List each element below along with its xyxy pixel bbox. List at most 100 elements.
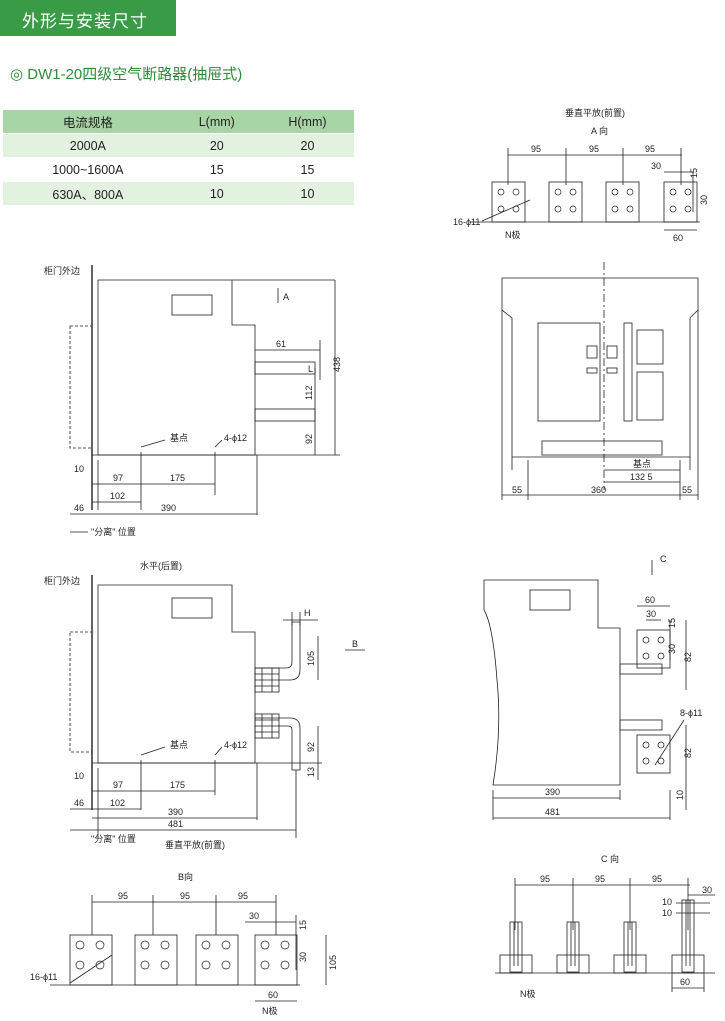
table-cell: 20 [260,133,354,158]
dim-61: 61 [276,339,286,349]
dim-30: 30 [249,911,259,921]
arrow-b-label: B [352,639,358,649]
dim-105: 105 [306,651,316,666]
dim-390: 390 [168,807,183,817]
header-cell: L(mm) [172,110,261,134]
side-view-drawing-2: 水平(后置) 柜门外边 H 105 B 92 13 基点 4-ϕ12 [44,560,365,850]
dim-95: 95 [645,144,655,154]
dim-95: 95 [238,891,248,901]
table-cell: 10 [172,181,261,206]
mount-holes-label: 4-ϕ12 [224,740,247,750]
dim-60: 60 [673,233,683,243]
table-cell: 1000~1600A [3,157,173,182]
dim-175: 175 [170,780,185,790]
dim-10: 10 [675,790,685,800]
b-view-title: B向 [178,871,193,882]
dim-10: 10 [74,771,84,781]
dim-15: 15 [689,168,699,178]
dim-92: 92 [304,434,314,444]
c-view-side-drawing: C 60 30 15 30 82 8-ϕ11 82 10 390 481 [483,554,702,820]
dim-102: 102 [110,491,125,501]
dim-95: 95 [118,891,128,901]
dim-13: 13 [306,767,316,777]
table-cell: 15 [172,157,261,182]
dim-132-5: 132 5 [630,472,653,482]
dim-30: 30 [651,161,661,171]
dim-60: 60 [268,990,278,1000]
top-right-terminal-drawing: 垂直平放(前置) A 向 95 95 95 30 15 30 16-ϕ11 N极… [453,107,709,243]
arrow-a-label: A [283,292,289,302]
bottom-caption: 垂直平放(前置) [165,839,225,850]
dim-95: 95 [180,891,190,901]
base-point-label: 基点 [633,458,651,469]
door-label: 柜门外边 [44,265,80,276]
dim-10: 10 [662,897,672,907]
table-cell: 15 [260,157,354,182]
dim-112: 112 [304,386,314,400]
hole-label: 16-ϕ11 [30,972,57,982]
table-cell: 630A、800A [3,181,173,206]
c-view-drawing: C 向 95 95 95 30 10 10 N极 [495,853,715,999]
dim-105: 105 [328,955,338,970]
section-title: 外形与安装尺寸 [22,12,148,31]
header-cell: 电流规格 [3,110,173,134]
table-cell: 20 [172,133,261,158]
view-label: A 向 [591,125,608,136]
product-subtitle: ◎ DW1-20四级空气断路器(抽屉式) [10,66,243,83]
dim-15: 15 [667,618,677,628]
pole-label: N极 [262,1005,278,1016]
dim-175: 175 [170,473,185,483]
dim-60: 60 [680,977,690,987]
dim-95: 95 [652,874,662,884]
dim-15: 15 [298,920,308,930]
base-point-label: 基点 [170,432,188,443]
dim-30: 30 [702,885,712,895]
view-caption: 水平(后置) [140,560,182,571]
c-view-title: C 向 [601,853,619,864]
dim-55: 55 [682,485,692,495]
pole-label: N极 [505,229,521,240]
door-label: 柜门外边 [44,575,80,586]
spec-table-header: 电流规格 L(mm) H(mm) [3,110,354,134]
dim-30: 30 [699,195,709,205]
hole-label: 8-ϕ11 [680,708,702,718]
dim-95: 95 [589,144,599,154]
pole-label: N极 [520,988,536,999]
dim-30: 30 [298,952,308,962]
dim-82: 82 [683,748,693,758]
drawing-title: 垂直平放(前置) [565,107,625,118]
dim-92: 92 [306,742,316,752]
mount-holes-label: 4-ϕ12 [224,433,247,443]
table-row: 630A、800A 10 10 [3,181,354,206]
table-row: 1000~1600A 15 15 [3,157,354,182]
base-point-label: 基点 [170,739,188,750]
table-cell: 10 [260,181,354,206]
dim-46: 46 [74,503,84,513]
side-view-drawing-1: 柜门外边 A 61 L 438 112 92 基点 4-ϕ12 10 97 17… [44,265,342,537]
dim-97: 97 [113,473,123,483]
dim-46: 46 [74,798,84,808]
dim-360: 360 [591,485,606,495]
position-label: "分离" 位置 [91,833,136,844]
dim-30: 30 [646,609,656,619]
front-view-drawing: 基点 132 5 55 360 55 [501,262,699,500]
dim-438: 438 [332,357,342,372]
dim-97: 97 [113,780,123,790]
dim-10: 10 [74,464,84,474]
dim-481: 481 [545,807,560,817]
dim-55: 55 [512,485,522,495]
dim-102: 102 [110,798,125,808]
dim-L: L [308,364,313,374]
arrow-c-label: C [660,554,667,564]
dim-95: 95 [595,874,605,884]
dim-82: 82 [683,652,693,662]
dim-481: 481 [168,819,183,829]
dim-390: 390 [545,787,560,797]
dim-10: 10 [662,908,672,918]
dim-60: 60 [645,595,655,605]
dim-H: H [304,608,311,618]
dim-30: 30 [667,644,677,654]
b-view-drawing: B向 95 95 95 30 15 30 105 16-ϕ11 60 N极 [30,871,338,1016]
table-row: 2000A 20 20 [3,133,354,158]
